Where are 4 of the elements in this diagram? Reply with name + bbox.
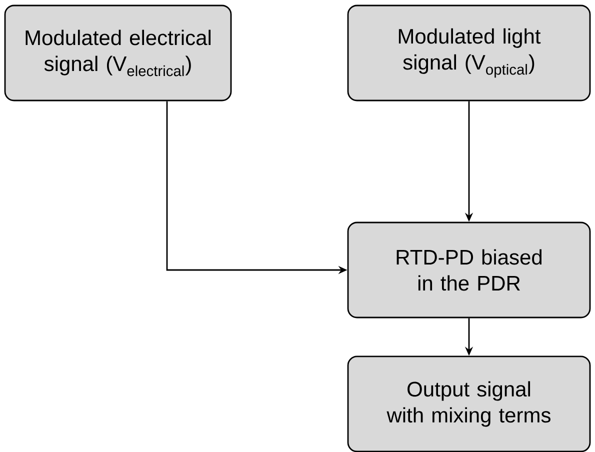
process-box: Modulated electrical signal $\text{(V}_{\text{electrical}}\text{)}$ <box>4 4 232 102</box>
process-box: RTD-PD biased in the PDR <box>347 222 591 318</box>
process-box: Modulated light signal $\text{(V}_{\text{optical}}\text{)}$ <box>347 4 591 102</box>
process-box: Output signal with mixing terms <box>347 356 591 452</box>
